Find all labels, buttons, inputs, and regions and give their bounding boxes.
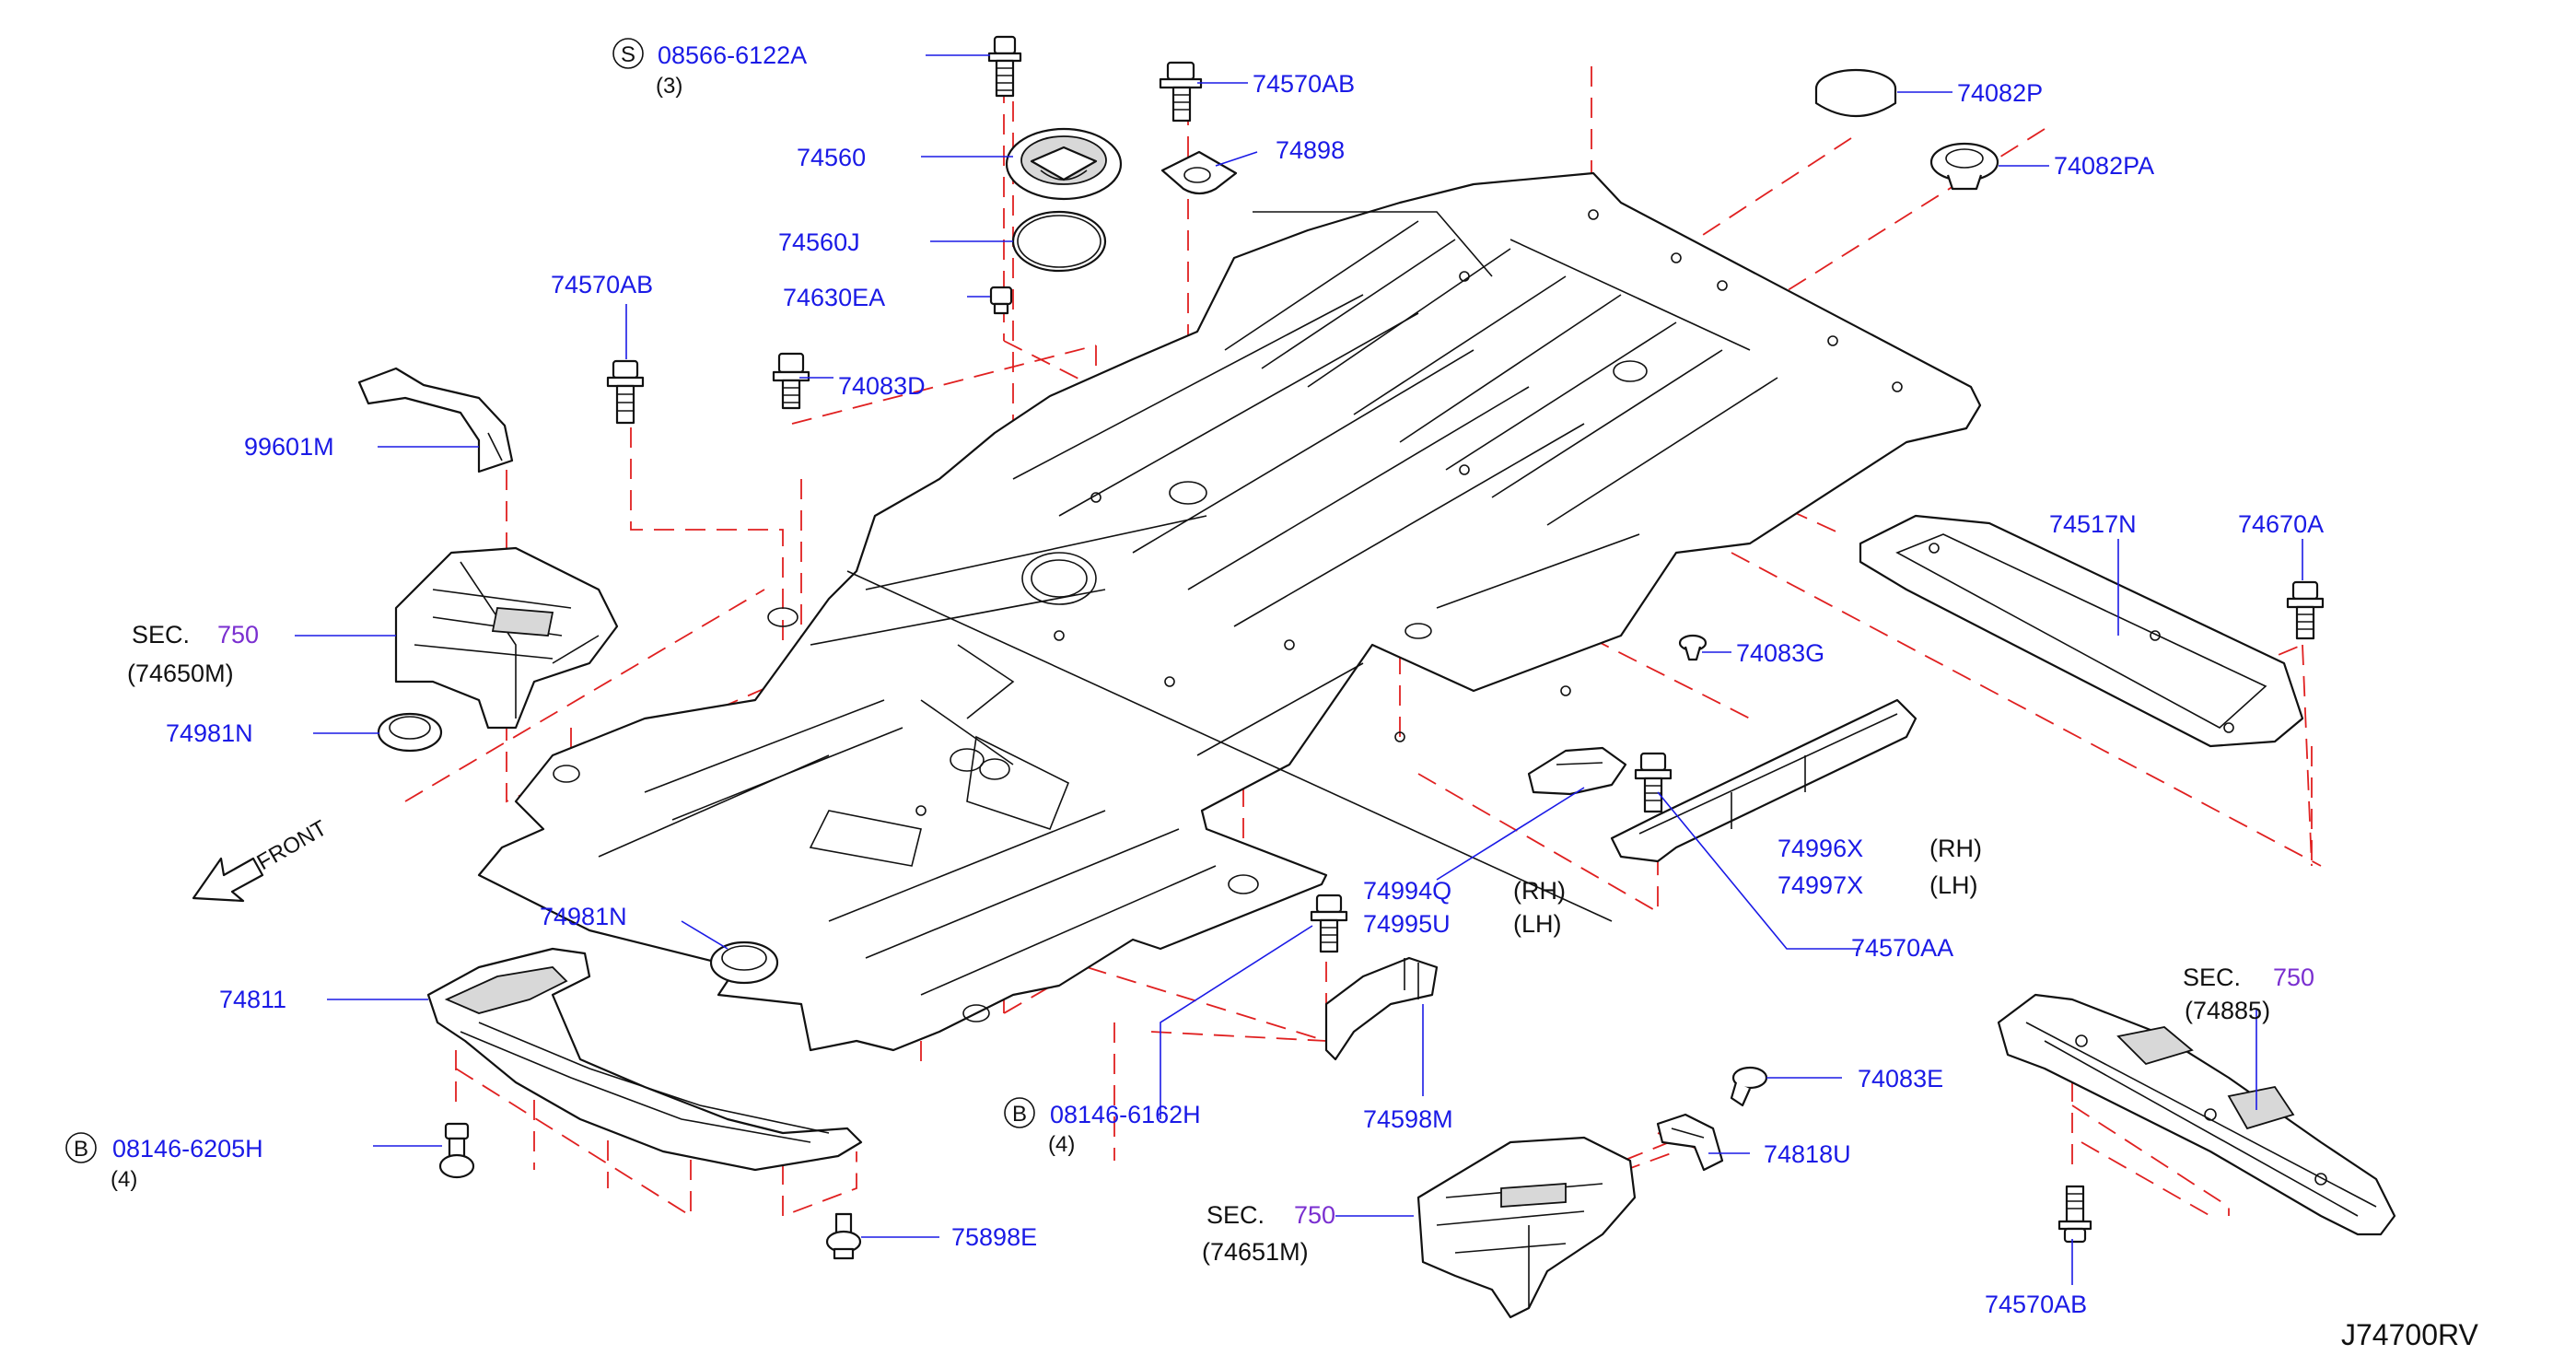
service-cover-icon <box>1005 127 1123 201</box>
label-74670A: 74670A <box>2238 510 2324 538</box>
label-74818U: 74818U <box>1764 1140 1851 1168</box>
bracket-icon <box>1324 956 1439 1061</box>
svg-text:74995U: 74995U <box>1363 910 1451 938</box>
svg-text:(74885): (74885) <box>2185 997 2270 1024</box>
bolt-icon <box>2057 1185 2092 1244</box>
svg-text:SEC.: SEC. <box>132 621 190 648</box>
label-75898E: 75898E <box>951 1223 1037 1251</box>
tie-down-hook-icon <box>1160 150 1238 195</box>
svg-text:(RH): (RH) <box>1929 835 1982 862</box>
svg-text:74996X: 74996X <box>1778 835 1863 862</box>
label-74630EA: 74630EA <box>783 284 885 311</box>
svg-text:(74651M): (74651M) <box>1202 1238 1309 1266</box>
label-74082PA: 74082PA <box>2054 152 2154 180</box>
grommet-icon <box>377 712 443 753</box>
label-74981N-bottom: 74981N <box>540 903 627 930</box>
bolt-icon <box>1159 61 1203 123</box>
svg-text:08146-6162H: 08146-6162H <box>1050 1101 1201 1128</box>
svg-text:08566-6122A: 08566-6122A <box>658 41 807 69</box>
diagram-code: J74700RV <box>2341 1318 2479 1351</box>
clip-icon <box>1678 634 1708 661</box>
svg-text:(LH): (LH) <box>1513 910 1562 938</box>
svg-text:750: 750 <box>2273 964 2314 991</box>
svg-text:750: 750 <box>1294 1201 1335 1229</box>
svg-text:74994Q: 74994Q <box>1363 877 1451 905</box>
svg-text:SEC.: SEC. <box>2183 964 2241 991</box>
svg-text:74997X: 74997X <box>1778 871 1863 899</box>
label-74898: 74898 <box>1276 136 1345 164</box>
label-74083E: 74083E <box>1858 1065 1943 1092</box>
svg-text:(4): (4) <box>1048 1132 1075 1157</box>
rail-assembly-icon <box>1997 993 2396 1236</box>
svg-text:B: B <box>1012 1102 1027 1127</box>
label-08146-6205H: B 08146-6205H (4) <box>65 1132 263 1192</box>
label-08146-6162H: B 08146-6162H (4) <box>1004 1097 1201 1157</box>
label-74082P: 74082P <box>1957 79 2043 107</box>
bolt-icon <box>987 35 1022 98</box>
crossmember-icon <box>426 947 863 1172</box>
label-74598M: 74598M <box>1363 1105 1453 1133</box>
label-sec-750-74651M: SEC. 750 (74651M) <box>1202 1201 1335 1266</box>
grommet-icon <box>709 941 779 985</box>
front-arrow-icon <box>192 857 264 903</box>
bolt-icon <box>2286 580 2325 640</box>
label-74570AA: 74570AA <box>1851 934 1953 962</box>
leader-lines <box>295 54 2303 1285</box>
label-74996X-74997X: 74996X (RH) 74997X (LH) <box>1778 835 1982 899</box>
label-74517N: 74517N <box>2049 510 2137 538</box>
label-74560: 74560 <box>797 144 866 171</box>
label-08566-6122A: S 08566-6122A (3) <box>612 38 807 99</box>
front-label: FRONT <box>253 815 332 875</box>
svg-text:(3): (3) <box>656 74 682 99</box>
grommet-icon <box>1929 142 1999 191</box>
label-74560J: 74560J <box>778 228 860 256</box>
label-74083D: 74083D <box>838 372 926 400</box>
strap-icon <box>357 367 514 473</box>
svg-text:(LH): (LH) <box>1929 871 1978 899</box>
label-99601M: 99601M <box>244 433 334 461</box>
label-74981N-left: 74981N <box>166 719 253 747</box>
bolt-icon <box>772 352 810 410</box>
svg-text:B: B <box>74 1137 88 1162</box>
label-74811: 74811 <box>219 986 286 1013</box>
svg-text:(4): (4) <box>111 1167 137 1192</box>
bracket-icon <box>1527 746 1627 796</box>
seal-ring-icon <box>1011 210 1107 273</box>
bracket-icon <box>1656 1113 1724 1172</box>
nut-icon <box>989 286 1013 315</box>
bolt-icon <box>1310 894 1348 953</box>
grommet-icon <box>1814 68 1897 118</box>
svg-text:750: 750 <box>217 621 259 648</box>
clip-icon <box>1730 1066 1768 1107</box>
seat-bracket-left-icon <box>394 546 619 730</box>
svg-text:S: S <box>621 42 635 67</box>
side-member-extension-icon <box>1610 698 1917 863</box>
svg-text:SEC.: SEC. <box>1206 1201 1265 1229</box>
label-74570AB-left: 74570AB <box>551 271 653 298</box>
clip-icon <box>825 1212 862 1260</box>
label-sec-750-74885: SEC. 750 (74885) <box>2183 964 2314 1024</box>
label-74994Q-74995U: 74994Q (RH) 74995U (LH) <box>1363 877 1566 938</box>
svg-text:(RH): (RH) <box>1513 877 1566 905</box>
rear-cover-panel <box>1859 514 2304 748</box>
bolt-icon <box>606 359 645 425</box>
seat-bracket-bottom-icon <box>1416 1136 1637 1319</box>
svg-text:(74650M): (74650M) <box>127 660 234 687</box>
svg-text:08146-6205H: 08146-6205H <box>112 1135 263 1163</box>
label-sec-750-74650M: SEC. 750 (74650M) <box>127 621 259 687</box>
label-74570AB-top: 74570AB <box>1253 70 1355 98</box>
bolt-icon <box>1634 752 1673 813</box>
label-74083G: 74083G <box>1736 639 1824 667</box>
label-74570AB-bottom: 74570AB <box>1985 1291 2087 1318</box>
bolt-icon <box>438 1122 475 1179</box>
floor-panel <box>477 171 1982 1052</box>
